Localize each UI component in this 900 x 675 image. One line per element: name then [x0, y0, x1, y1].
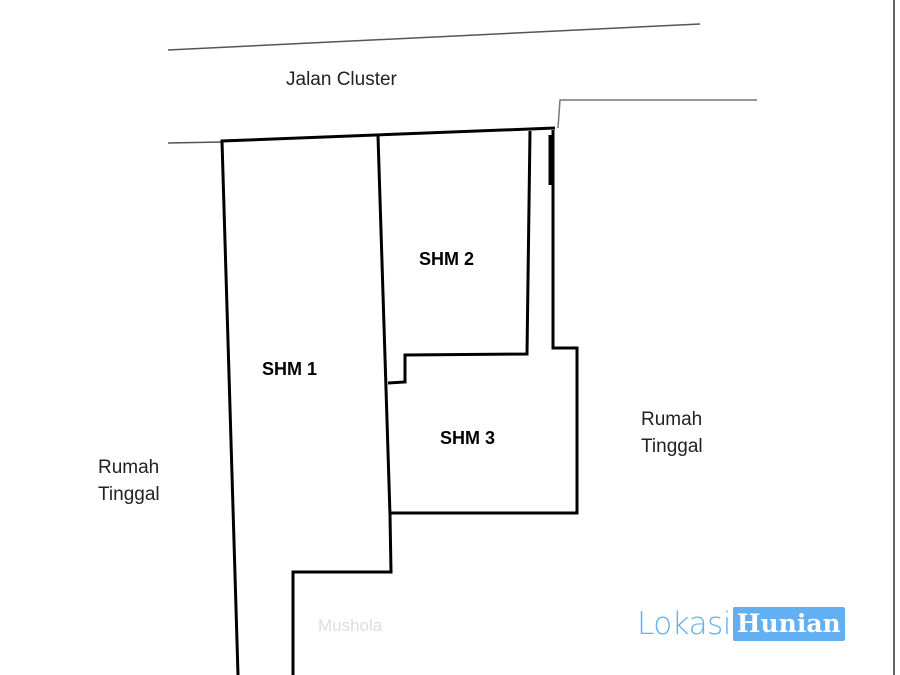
parcel-shm1-outline — [220, 126, 556, 675]
neighbor-left-line2: Tinggal — [98, 484, 160, 505]
neighbor-bottom-label: Mushola — [318, 616, 383, 635]
road-label: Jalan Cluster — [286, 69, 397, 90]
parcel-label-shm1: SHM 1 — [262, 359, 318, 379]
neighbor-right-line1: Rumah — [641, 409, 703, 430]
right-boundary-step — [557, 99, 757, 129]
logo-part1: Lokasi — [637, 606, 731, 642]
parcel-shm2-outline — [387, 130, 532, 385]
neighbor-right-label: Rumah Tinggal — [641, 406, 703, 460]
neighbor-left-label: Rumah Tinggal — [98, 454, 160, 508]
logo-part2: Hunian — [732, 607, 845, 641]
road-edge-bottom — [167, 141, 223, 144]
watermark-logo: Lokasi Hunian — [637, 606, 845, 642]
parcel-label-shm2: SHM 2 — [419, 249, 475, 269]
road-edge-top — [167, 23, 701, 51]
parcel-shm1-right — [291, 135, 393, 675]
neighbor-left-line1: Rumah — [98, 457, 160, 478]
parcel-label-shm3: SHM 3 — [440, 428, 496, 448]
parcel-shm3-outline — [390, 130, 579, 515]
neighbor-right-line2: Tinggal — [641, 436, 703, 457]
